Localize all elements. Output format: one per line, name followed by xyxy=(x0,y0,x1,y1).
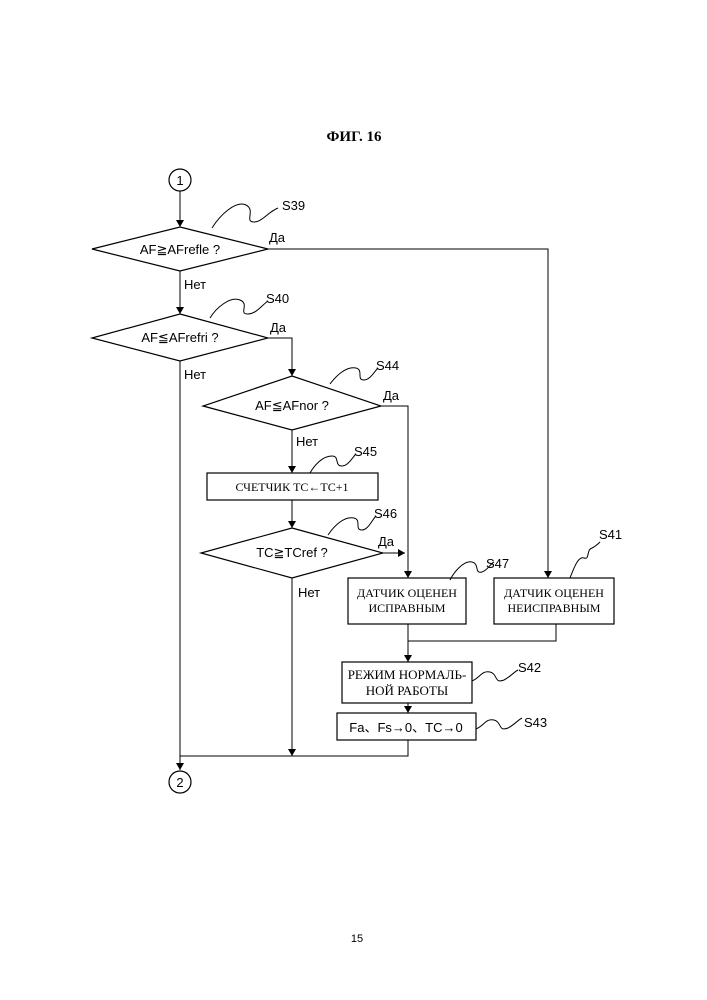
end-connector-label: 2 xyxy=(176,775,183,790)
process-s43: Fa、Fs→0、TC→0 S43 xyxy=(337,713,547,740)
process-s41-leader xyxy=(570,542,600,578)
decision-s40-text: AF≦AFrefri ? xyxy=(141,330,218,345)
decision-s40-yes: Да xyxy=(270,320,287,335)
process-s45-step: S45 xyxy=(354,444,377,459)
decision-s44-step: S44 xyxy=(376,358,399,373)
process-s41-step: S41 xyxy=(599,527,622,542)
decision-s40-step: S40 xyxy=(266,291,289,306)
process-s47-line1: ДАТЧИК ОЦЕНЕН xyxy=(357,586,457,600)
decision-s39-yes: Да xyxy=(269,230,286,245)
process-s42-line1: РЕЖИМ НОРМАЛЬ- xyxy=(348,667,467,682)
decision-s46-leader xyxy=(328,516,376,535)
decision-s44-no: Нет xyxy=(296,434,318,449)
process-s42-leader xyxy=(472,670,518,681)
process-s43-leader xyxy=(476,718,522,729)
process-s47: ДАТЧИК ОЦЕНЕН ИСПРАВНЫМ S47 xyxy=(348,556,509,624)
start-connector-label: 1 xyxy=(176,173,183,188)
decision-s39: AF≧AFrefle ? Да Нет S39 xyxy=(92,198,305,292)
process-s41-line1: ДАТЧИК ОЦЕНЕН xyxy=(504,586,604,600)
process-s43-text: Fa、Fs→0、TC→0 xyxy=(349,720,462,735)
decision-s39-leader xyxy=(212,204,278,228)
process-s45-text: СЧЕТЧИК TC←TC+1 xyxy=(235,480,348,494)
decision-s44: AF≦AFnor ? Да Нет S44 xyxy=(203,358,400,449)
decision-s46-text: TC≧TCref ? xyxy=(256,545,328,560)
decision-s39-text: AF≧AFrefle ? xyxy=(140,242,220,257)
decision-s46-yes: Да xyxy=(378,534,395,549)
decision-s39-step: S39 xyxy=(282,198,305,213)
process-s43-step: S43 xyxy=(524,715,547,730)
decision-s46-no: Нет xyxy=(298,585,320,600)
figure-title: ФИГ. 16 xyxy=(327,129,382,145)
process-s41-line2: НЕИСПРАВНЫМ xyxy=(508,601,601,615)
decision-s44-yes: Да xyxy=(383,388,400,403)
end-connector: 2 xyxy=(169,771,191,793)
start-connector: 1 xyxy=(169,169,191,191)
process-s47-step: S47 xyxy=(486,556,509,571)
decision-s44-text: AF≦AFnor ? xyxy=(255,398,329,413)
process-s45-leader xyxy=(310,454,356,473)
process-s42: РЕЖИМ НОРМАЛЬ- НОЙ РАБОТЫ S42 xyxy=(342,660,541,703)
process-s42-step: S42 xyxy=(518,660,541,675)
decision-s46-step: S46 xyxy=(374,506,397,521)
page-number: 15 xyxy=(351,933,363,945)
decision-s44-leader xyxy=(330,368,378,384)
decision-s40-no: Нет xyxy=(184,367,206,382)
process-s41: ДАТЧИК ОЦЕНЕН НЕИСПРАВНЫМ S41 xyxy=(494,527,622,624)
decision-s39-no: Нет xyxy=(184,277,206,292)
decision-s40-leader xyxy=(210,299,268,318)
process-s42-line2: НОЙ РАБОТЫ xyxy=(366,683,448,698)
decision-s40: AF≦AFrefri ? Да Нет S40 xyxy=(92,291,289,382)
process-s47-line2: ИСПРАВНЫМ xyxy=(369,601,446,615)
